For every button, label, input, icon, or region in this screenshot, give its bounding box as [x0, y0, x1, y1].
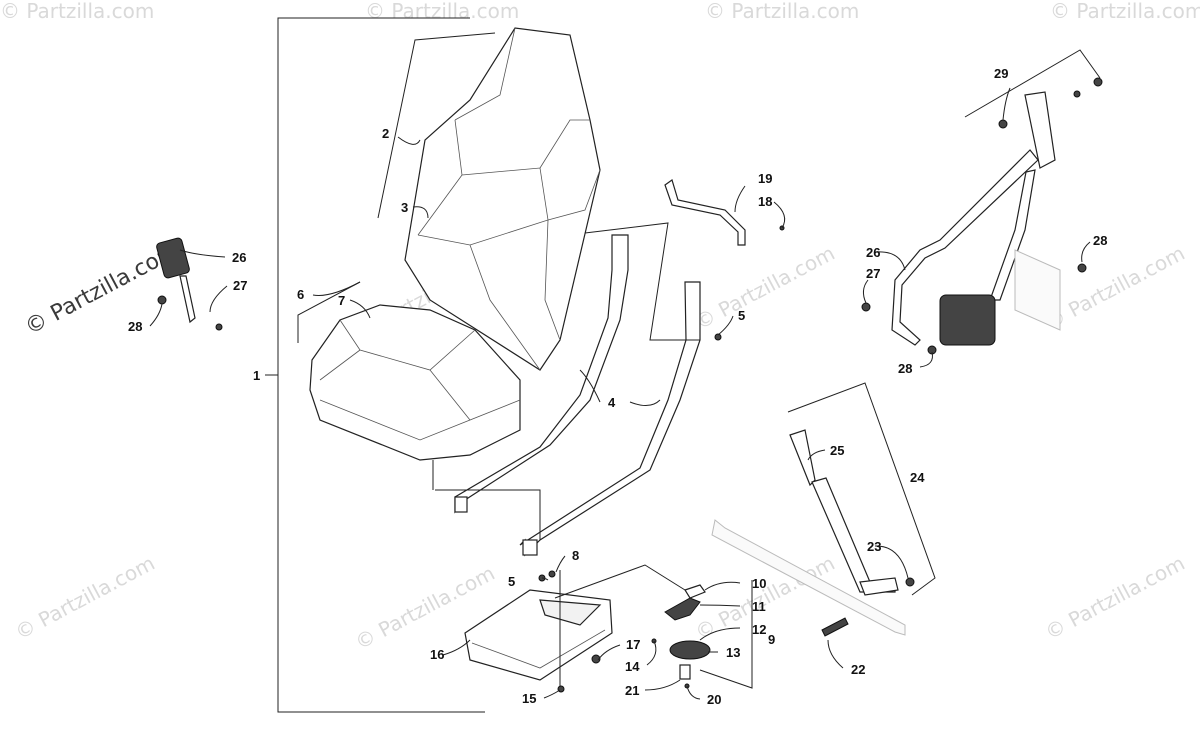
watermark: © Partzilla.com — [1041, 551, 1189, 645]
nut-5-upper — [714, 333, 722, 341]
callout-26-right: 26 — [866, 245, 880, 260]
callout-2: 2 — [382, 126, 389, 141]
callout-23: 23 — [867, 539, 881, 554]
callout-17: 17 — [626, 637, 640, 652]
assembly-bracket-1 — [265, 17, 485, 713]
callout-29: 29 — [994, 66, 1008, 81]
callout-25: 25 — [830, 443, 844, 458]
seat-cushion — [309, 304, 521, 461]
callout-4: 4 — [608, 395, 616, 410]
callout-7: 7 — [338, 293, 345, 308]
callout-20: 20 — [707, 692, 721, 707]
latch-assembly — [651, 584, 711, 689]
callout-28-left: 28 — [128, 319, 142, 334]
watermark: © Partzilla.com — [1041, 241, 1189, 335]
callout-12: 12 — [752, 622, 766, 637]
support-arm — [711, 429, 906, 636]
callout-27-right: 27 — [866, 266, 880, 281]
callout-10: 10 — [752, 576, 766, 591]
callout-8: 8 — [572, 548, 579, 563]
watermark: © Partzilla.com — [691, 241, 839, 335]
watermark: © Partzilla.com — [0, 0, 154, 23]
callout-5-upper: 5 — [738, 308, 745, 323]
watermark: © Partzilla.com — [11, 551, 159, 645]
seat-back — [404, 27, 601, 371]
callout-11: 11 — [752, 599, 766, 614]
seat-frame — [454, 234, 701, 557]
callout-3: 3 — [401, 200, 408, 215]
callout-5-lower: 5 — [508, 574, 515, 589]
callout-9: 9 — [768, 632, 775, 647]
callout-1: 1 — [253, 368, 260, 383]
seat-base-plate — [464, 589, 613, 681]
callout-27-left: 27 — [233, 278, 247, 293]
watermark-pattern: © Partzilla.com © Partzilla.com © Partzi… — [0, 0, 1200, 654]
bolt-8 — [548, 570, 556, 578]
callout-19: 19 — [758, 171, 772, 186]
callout-14: 14 — [625, 659, 640, 674]
callout-28-upper-right: 28 — [1093, 233, 1107, 248]
leader-lines — [149, 87, 1091, 700]
callout-22: 22 — [851, 662, 865, 677]
seat-belt-buckle-left — [156, 237, 223, 331]
mount-bracket-19 — [664, 179, 746, 246]
callout-16: 16 — [430, 647, 444, 662]
callout-28-lower-right: 28 — [898, 361, 912, 376]
watermark: © Partzilla.com — [365, 0, 519, 23]
callout-13: 13 — [726, 645, 740, 660]
bumper-17 — [591, 654, 601, 664]
callout-18: 18 — [758, 194, 772, 209]
callout-labels: 1 2 3 4 5 5 6 7 8 9 10 11 12 13 14 15 16… — [128, 66, 1107, 707]
seat-belt-retractor-right — [891, 91, 1061, 346]
callout-24: 24 — [910, 470, 925, 485]
callout-15: 15 — [522, 691, 536, 706]
callout-26-left: 26 — [232, 250, 246, 265]
callout-21: 21 — [625, 683, 639, 698]
watermark: © Partzilla.com — [1050, 0, 1200, 23]
watermark: © Partzilla.com — [705, 0, 859, 23]
callout-6: 6 — [297, 287, 304, 302]
